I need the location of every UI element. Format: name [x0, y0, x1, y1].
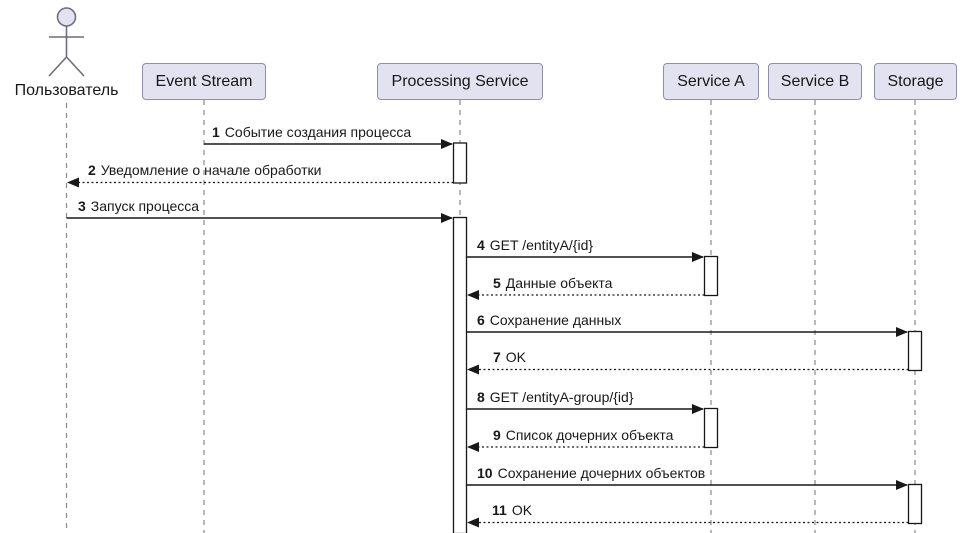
message-text: Сохранение дочерних объектов: [497, 465, 706, 481]
participant-storage: Storage: [874, 63, 957, 100]
message-text: Данные объекта: [505, 275, 613, 291]
activation-processing-service: [452, 216, 468, 533]
actor-label: Пользователь: [14, 82, 119, 99]
actor-figure: [48, 7, 85, 77]
message-number: 7: [493, 349, 501, 365]
actor-head: [56, 7, 77, 27]
message-number: 3: [78, 198, 86, 214]
message-text: OK: [511, 502, 533, 518]
message-number: 8: [477, 389, 485, 405]
message-number: 2: [88, 162, 96, 178]
activation-storage: [907, 483, 923, 525]
message-text: Сохранение данных: [489, 312, 622, 328]
message-text: Событие создания процесса: [224, 124, 412, 140]
activation-service-a: [703, 255, 719, 297]
message-number: 5: [493, 275, 501, 291]
message-text: OK: [505, 349, 527, 365]
activation-service-a: [703, 407, 719, 449]
message-number: 1: [212, 124, 220, 140]
message-number: 10: [477, 465, 493, 481]
activation-storage: [907, 330, 923, 372]
participant-event-stream: Event Stream: [142, 63, 266, 100]
message-number: 11: [492, 502, 507, 518]
message-text: Список дочерних объекта: [505, 427, 674, 443]
message-number: 9: [493, 427, 501, 443]
message-number: 6: [477, 312, 485, 328]
message-text: GET /entityA/{id}: [489, 237, 594, 253]
activation-processing-service: [452, 142, 468, 184]
participant-service-a: Service A: [663, 63, 759, 100]
message-text: GET /entityA-group/{id}: [489, 389, 634, 405]
message-text: Запуск процесса: [90, 198, 200, 214]
message-text: Уведомление о начале обработки: [100, 162, 322, 178]
participant-service-b: Service B: [768, 63, 862, 100]
participant-processing-service: Processing Service: [377, 63, 543, 100]
message-number: 4: [477, 237, 485, 253]
